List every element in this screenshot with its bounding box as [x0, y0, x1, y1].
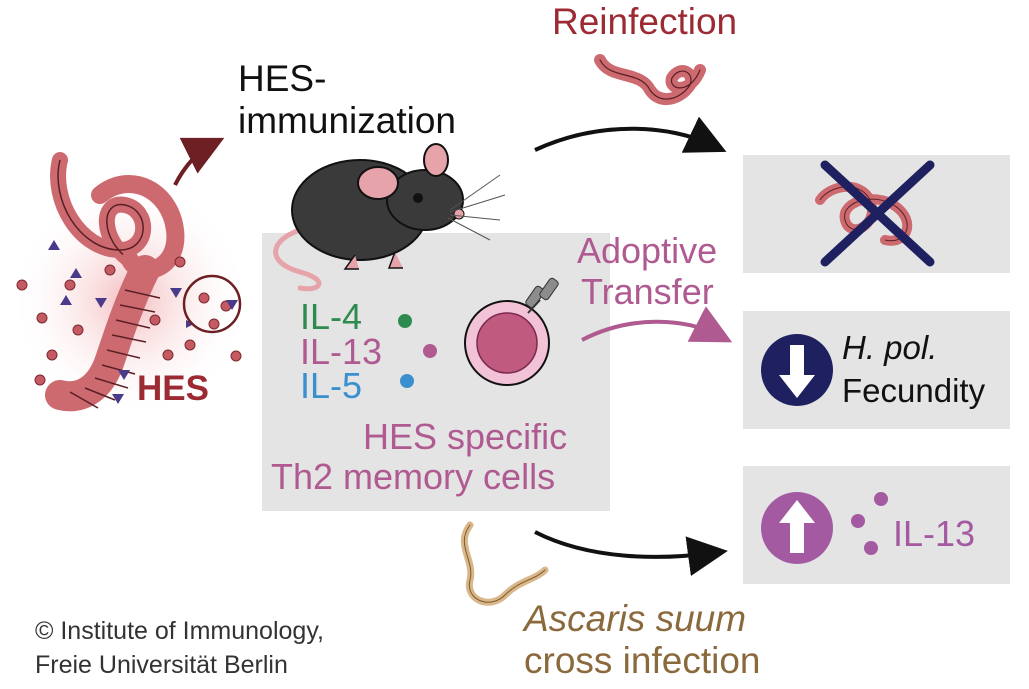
reinfection-arrow — [534, 116, 727, 153]
decrease-arrow-icon — [761, 334, 833, 406]
memory-cells-label-line2: Th2 memory cells — [271, 456, 556, 497]
crossed-worm-icon — [815, 160, 935, 267]
copyright-line2: Freie Universität Berlin — [35, 651, 288, 679]
memory-cells-label-line1: HES specific — [363, 416, 568, 457]
hes-particles — [16, 256, 242, 386]
ascaris-label-line2: cross infection — [524, 640, 761, 681]
il13-label: IL-13 — [300, 331, 383, 372]
adoptive-transfer-arrow — [581, 306, 733, 343]
mouse-icon — [273, 143, 506, 292]
hes-worm-icon — [45, 152, 185, 412]
increase-arrow-icon — [761, 492, 833, 564]
adoptive-transfer-label-line2: Transfer — [581, 271, 714, 312]
reinfection-label: Reinfection — [552, 1, 738, 42]
immunization-label-line1: HES- — [238, 58, 327, 99]
il4-label: IL-4 — [300, 296, 363, 337]
hes-zoom-circle — [182, 274, 242, 334]
il5-label: IL-5 — [300, 365, 363, 406]
copyright-line1: © Institute of Immunology, — [35, 617, 324, 645]
hpol-label: H. pol. — [842, 329, 938, 366]
immunization-arrow — [173, 137, 225, 186]
hes-label: HES — [137, 369, 209, 408]
il13-dot — [423, 344, 437, 358]
cross-infection-arrow — [534, 530, 728, 577]
il4-dot — [398, 314, 412, 328]
ascaris-label-line1: Ascaris suum — [524, 598, 747, 639]
reinfection-worm-icon — [594, 54, 706, 105]
adoptive-transfer-label-line1: Adoptive — [577, 230, 718, 271]
immunization-label-line2: immunization — [238, 100, 456, 141]
fecundity-label: Fecundity — [842, 372, 986, 409]
il13-result-label: IL-13 — [893, 513, 976, 554]
il13-output-dots — [851, 492, 888, 555]
ascaris-worm-icon — [460, 521, 549, 606]
il5-dot — [400, 374, 414, 388]
th2-cell-icon — [464, 277, 559, 386]
hes-triangles — [48, 240, 238, 404]
